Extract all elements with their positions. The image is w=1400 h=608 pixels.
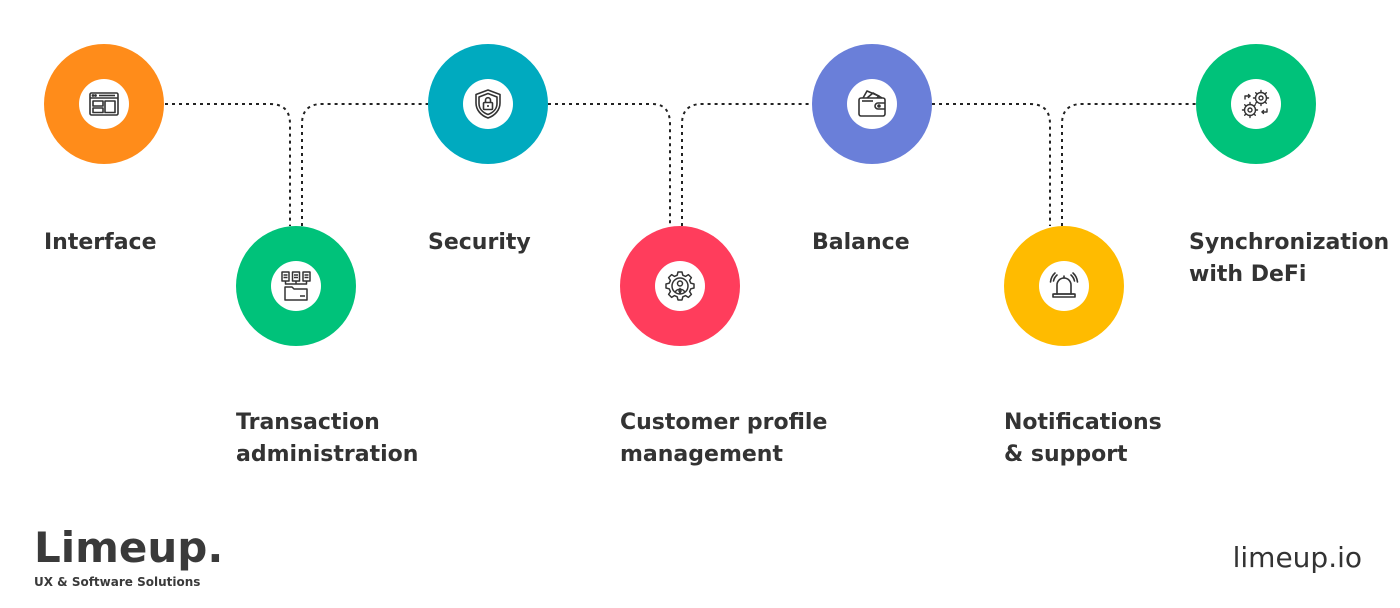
step-node-interface	[44, 44, 164, 164]
brand-name: Limeup.	[34, 523, 224, 572]
step-label-transaction-administration: Transaction administration	[236, 410, 419, 467]
step-node-notifications-support	[1004, 226, 1124, 346]
step-node-synchronization-defi	[1196, 44, 1316, 164]
brand-tagline: UX & Software Solutions	[34, 575, 201, 589]
browser-window-icon	[89, 92, 119, 116]
shield-lock-icon	[475, 89, 501, 119]
connector-2-3	[301, 103, 428, 226]
step-label-synchronization-defi: Synchronization with DeFi	[1189, 230, 1390, 287]
step-node-customer-profile-management	[620, 226, 740, 346]
step-node-security	[428, 44, 548, 164]
connector-1-2	[165, 103, 291, 226]
step-label-balance: Balance	[812, 230, 910, 255]
connector-4-5	[681, 103, 812, 226]
ringing-bell-icon	[1049, 272, 1079, 298]
step-label-interface: Interface	[44, 230, 157, 255]
brand-logo: Limeup. UX & Software Solutions	[34, 524, 234, 590]
site-url: limeup.io	[1232, 541, 1362, 574]
step-label-notifications-support: Notifications & support	[1004, 410, 1162, 467]
wallet-icon	[858, 90, 886, 117]
step-node-transaction-administration	[236, 226, 356, 346]
connector-6-7	[1061, 103, 1196, 226]
sync-gears-icon	[1241, 89, 1270, 119]
step-node-balance	[812, 44, 932, 164]
connector-3-4	[548, 103, 671, 226]
gear-person-icon	[665, 271, 695, 301]
step-label-customer-profile-management: Customer profile management	[620, 410, 828, 467]
step-label-security: Security	[428, 230, 531, 255]
connector-5-6	[932, 103, 1051, 226]
folder-documents-icon	[281, 271, 311, 301]
